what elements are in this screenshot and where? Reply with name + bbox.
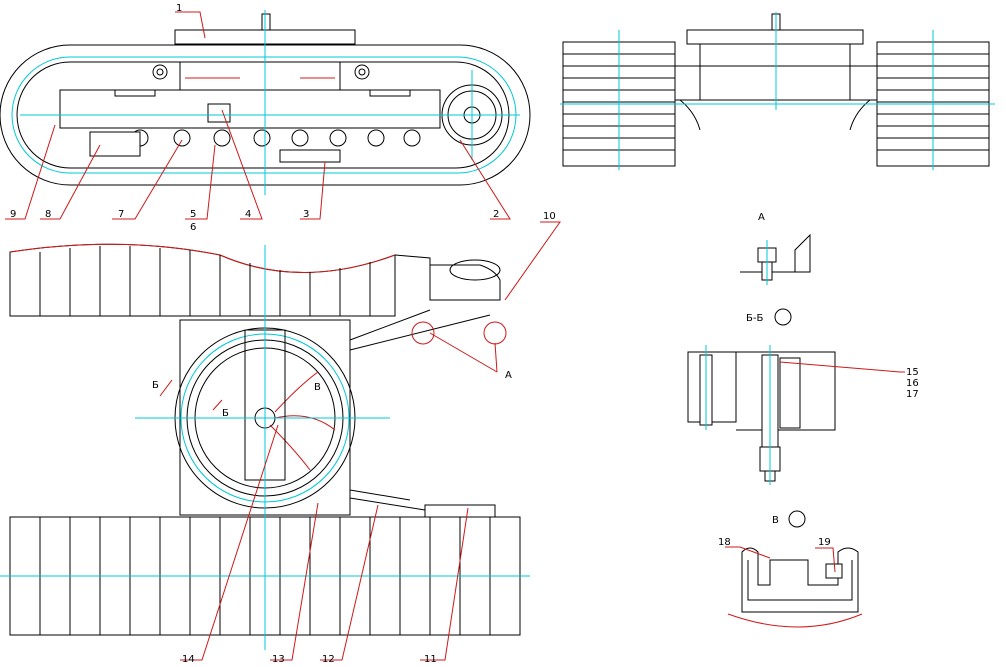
front-view-crawler [560, 12, 995, 170]
callout-2: 2 [493, 209, 499, 220]
callout-1: 1 [176, 3, 182, 14]
callout-19: 19 [818, 537, 831, 548]
callout-14: 14 [182, 654, 195, 665]
side-view-crawler [0, 10, 531, 195]
callout-7: 7 [118, 209, 124, 220]
callout-8: 8 [45, 209, 51, 220]
callout-4: 4 [245, 209, 251, 220]
view-mark-a: A [505, 370, 512, 381]
leader-lines [5, 11, 905, 661]
detail-v [727, 510, 863, 628]
callout-9: 9 [10, 209, 16, 220]
view-mark-b-right: Б [222, 408, 229, 419]
callout-11: 11 [424, 654, 437, 665]
plan-view [0, 243, 530, 650]
view-mark-b-left: Б [152, 380, 159, 391]
detail-a [740, 233, 811, 285]
view-label-a: A [758, 212, 765, 223]
section-bb [687, 308, 836, 485]
callout-15: 15 [906, 367, 919, 378]
callout-3: 3 [303, 209, 309, 220]
view-label-bb: Б-Б [746, 313, 763, 324]
view-mark-v: В [314, 382, 321, 393]
view-labels: A Б-Б В A Б Б В [152, 212, 779, 526]
callout-16: 16 [906, 378, 919, 389]
callout-17: 17 [906, 389, 919, 400]
callout-18: 18 [718, 537, 731, 548]
view-label-v: В [772, 515, 779, 526]
callout-6: 6 [190, 222, 196, 233]
callout-5: 5 [190, 209, 196, 220]
callout-10: 10 [543, 211, 556, 222]
callout-13: 13 [272, 654, 285, 665]
callout-12: 12 [322, 654, 335, 665]
callout-labels: 1 2 3 4 5 6 7 8 9 10 11 12 13 14 15 16 1… [10, 3, 919, 665]
